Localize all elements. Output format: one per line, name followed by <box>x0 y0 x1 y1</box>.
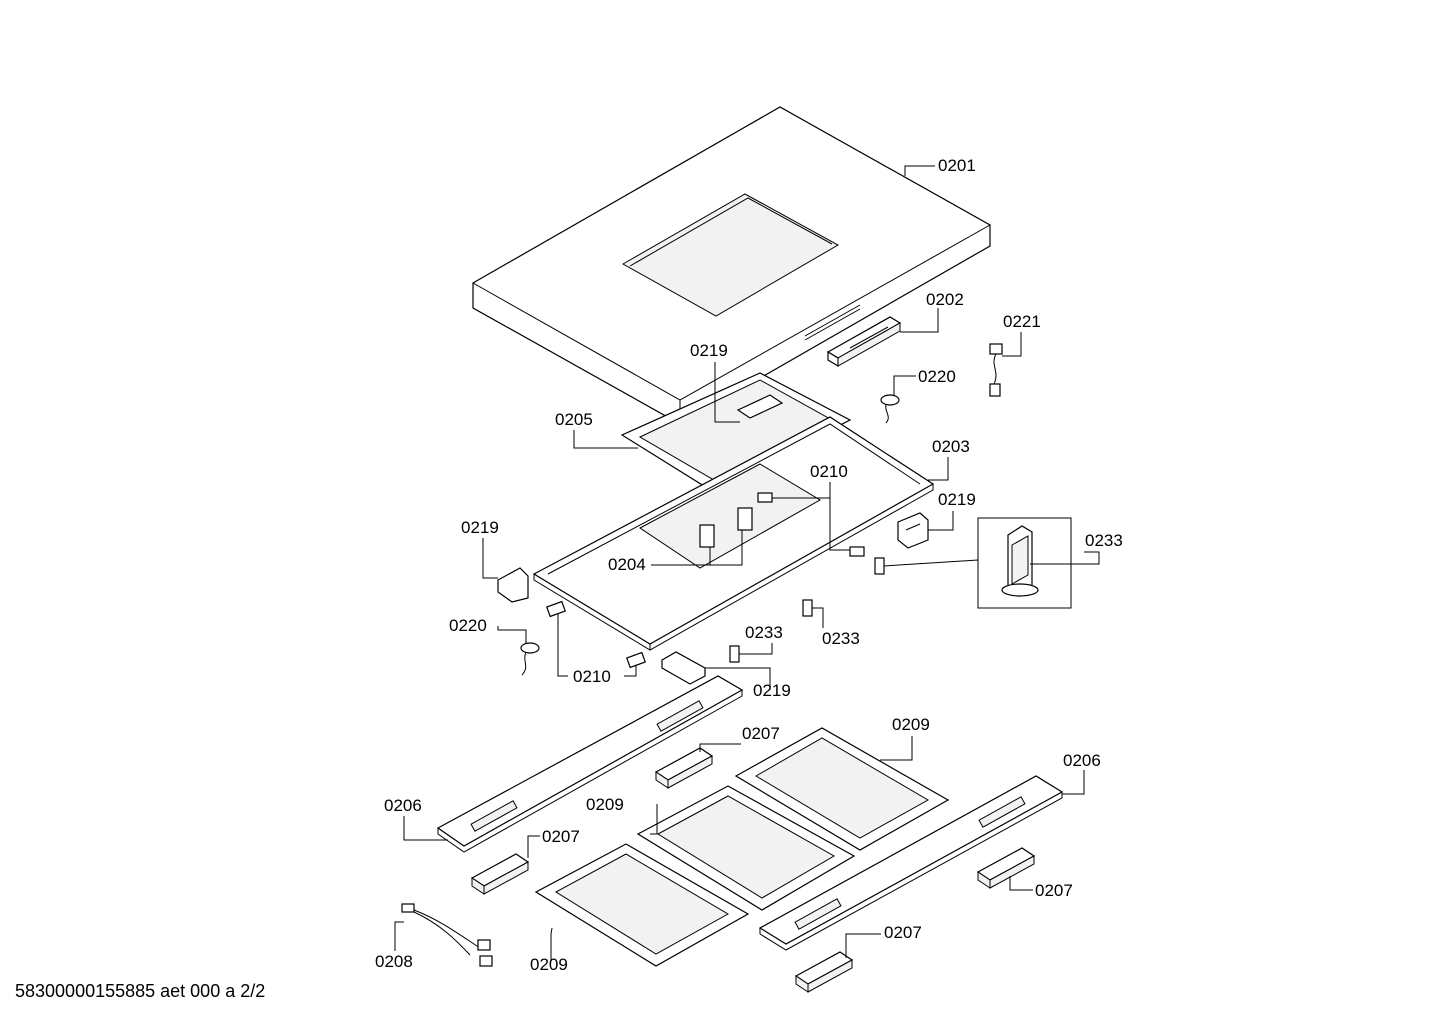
label-0209-middle: 0209 <box>586 795 624 814</box>
part-0207-heater-d <box>794 951 854 993</box>
part-0219-bracket-bottom <box>661 651 706 685</box>
label-0205: 0205 <box>555 410 593 429</box>
part-0205-gasket-frame <box>620 372 852 492</box>
part-0209-filter-middle <box>636 785 856 911</box>
part-0206-strip-right <box>758 775 1064 951</box>
label-0203: 0203 <box>932 437 970 456</box>
part-0233-detail-inset <box>977 517 1072 609</box>
part-0209-filter-bottom <box>534 843 750 967</box>
label-0220-right: 0220 <box>918 367 956 386</box>
label-0233-inset: 0233 <box>1085 531 1123 550</box>
part-0208-wire-harness <box>401 903 493 967</box>
label-0207-right: 0207 <box>1035 881 1073 900</box>
label-0219-top: 0219 <box>690 341 728 360</box>
label-0207-top: 0207 <box>742 724 780 743</box>
label-0210-top: 0210 <box>810 462 848 481</box>
label-0207-left: 0207 <box>542 827 580 846</box>
part-0207-heater-c <box>976 847 1036 889</box>
label-0219-left: 0219 <box>461 518 499 537</box>
label-0209-bottom: 0209 <box>530 955 568 974</box>
part-0207-heater-b <box>470 853 530 895</box>
part-0206-strip-left <box>436 675 744 853</box>
label-0204: 0204 <box>608 555 646 574</box>
part-0221-cable <box>989 343 1003 397</box>
part-0207-heater-a <box>654 747 714 789</box>
label-0219-bottom: 0219 <box>753 681 791 700</box>
label-0206-right: 0206 <box>1063 751 1101 770</box>
part-0233-clip-right <box>874 557 885 575</box>
part-0210-pads-left <box>546 600 646 669</box>
label-0209-top: 0209 <box>892 715 930 734</box>
label-0207-bottom: 0207 <box>884 923 922 942</box>
part-0220-sensor-left <box>520 642 540 676</box>
label-0210-bottom: 0210 <box>573 667 611 686</box>
part-0233-clip-bottom-a <box>729 645 740 663</box>
part-0219-bracket-right <box>897 512 929 549</box>
label-0220-left: 0220 <box>449 616 487 635</box>
label-0221: 0221 <box>1003 312 1041 331</box>
drawing-reference-footer: 58300000155885 aet 000 a 2/2 <box>15 981 266 1001</box>
part-0233-clip-bottom-b <box>802 599 813 617</box>
part-0203-base-tray <box>532 416 935 651</box>
part-0202-switch-module <box>826 316 902 368</box>
label-0202: 0202 <box>926 290 964 309</box>
part-0201-top-panel <box>472 106 991 425</box>
label-0206-left: 0206 <box>384 796 422 815</box>
label-0219-right: 0219 <box>938 490 976 509</box>
label-0201: 0201 <box>938 156 976 175</box>
label-0233-right: 0233 <box>822 629 860 648</box>
label-0233-bottom: 0233 <box>745 623 783 642</box>
part-0219-bracket-left <box>497 567 529 603</box>
label-0208: 0208 <box>375 952 413 971</box>
part-0209-filter-top <box>734 727 950 851</box>
leader-lines <box>394 165 1100 962</box>
part-0220-sensor-right <box>880 394 900 424</box>
